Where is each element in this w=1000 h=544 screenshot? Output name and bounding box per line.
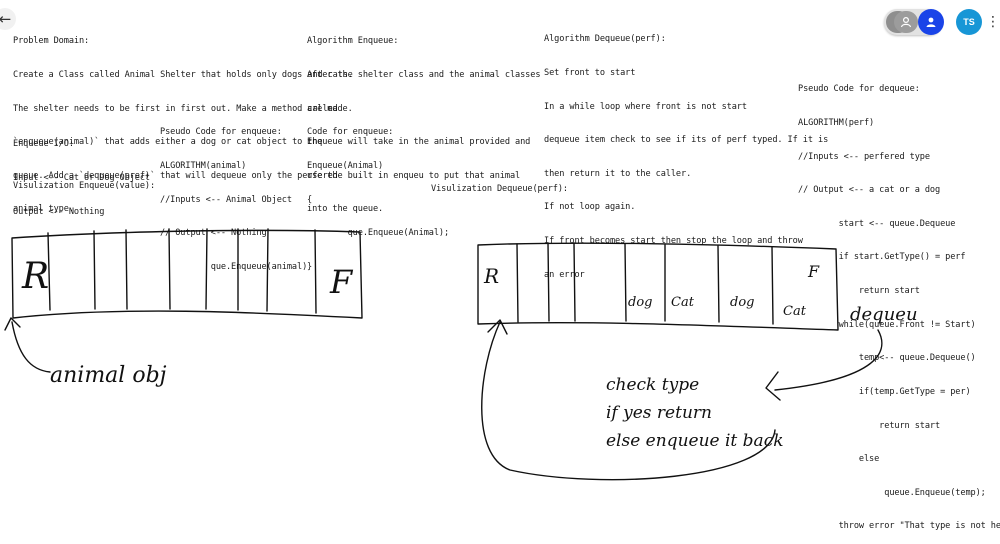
problem-line: Create a Class called Animal Shelter tha… [13,70,353,81]
alg-enqueue-line: After the shelter class and the animal c… [307,70,541,81]
enqueue-arrow [11,321,51,373]
enqueue-io-line: Input <-- Cat or Dog Object [13,173,150,184]
enqueue-cell-divider [266,228,269,312]
dequeue-note-line: if yes return [606,403,712,423]
pseudo-dequeue-line: else [798,454,880,465]
alg-dequeue-line: dequeue item check to see if its of perf… [544,135,829,146]
enqueue-io-block: Enqueue I/O: Input <-- Cat or Dog Object… [13,117,150,229]
dequeue-cell-divider [717,245,720,323]
alg-enqueue-line: are made. [307,103,353,114]
pseudo-dequeue-line: throw error "That type is not here" [798,521,1000,532]
requeue-loop-arrow-head [487,319,508,335]
pseudo-dequeue-line: // Output <-- a cat or a dog [798,185,941,196]
dequeue-note-line: else enqueue it back [606,431,784,451]
code-enqueue-line: { [307,194,313,205]
enqueue-front-label: F [329,263,354,301]
dequeue-queue-outline [477,242,839,331]
person-icon [894,11,918,33]
enqueue-cell-divider [93,230,96,310]
back-button[interactable]: ← [0,8,16,30]
dequeue-rear-label: R [483,264,499,288]
pseudo-enqueue-line: que.Enqueue(animal) [160,261,308,272]
person-icon-active[interactable] [918,9,944,35]
code-enqueue-line: Enqueue(Animal) [307,161,384,172]
enqueue-io-line: Enqueue I/O: [13,139,74,150]
toolbar: TS ⋮ [882,7,1000,37]
dequeue-arrow [774,329,883,391]
pseudo-dequeue-line: if(temp.GetType = per) [798,386,971,397]
requeue-loop-arrow [481,321,776,481]
more-icon[interactable]: ⋮ [986,14,1000,30]
dequeue-cell-divider [771,246,774,325]
dequeue-arrow-head [765,371,781,401]
alg-enqueue-line: Algorithm Enqueue: [307,36,399,47]
alg-dequeue-line: If front becomes start then stop the loo… [544,236,803,247]
alg-enqueue-line: Enqueue will take in the animal provided… [307,137,531,148]
problem-line: `enqueue(animal)` that adds either a dog… [13,137,323,148]
dequeue-cell-label: Cat [783,304,807,319]
enqueue-cell-divider [205,228,208,310]
code-enqueue-line: } [307,261,313,272]
enqueue-cell-divider [168,228,171,310]
alg-dequeue-line: then return it to the caller. [544,168,692,179]
enqueue-rear-label: R [21,256,49,297]
pseudo-enqueue-line: // Output <-- Nothing [160,228,267,239]
enqueue-arrow-head [4,317,21,331]
problem-domain-block: Problem Domain: Create a Class called An… [13,14,353,227]
dequeue-cell-label: dog [730,295,754,310]
pseudo-dequeue-line: start <-- queue.Dequeue [798,218,956,229]
enqueue-cell-divider [125,229,128,310]
alg-enqueue-line: use the built in enqueu to put that anim… [307,170,521,181]
dequeue-cell-label: dog [628,295,652,310]
pseudo-enqueue-block: Pseudo Code for enqueue: ALGORITHM(anima… [160,105,307,284]
enqueue-cell-divider [47,232,51,311]
pseudo-dequeue-line: return start [798,420,941,431]
code-enqueue-line: que.Enqueue(Animal); [307,228,450,239]
algorithm-enqueue-block: Algorithm Enqueue: After the shelter cla… [307,14,541,227]
pseudo-enqueue-line: //Inputs <-- Animal Object [160,194,292,205]
pseudo-enqueue-line: ALGORITHM(animal) [160,161,247,172]
view-toggle[interactable] [884,9,944,35]
problem-line: Problem Domain: [13,36,90,47]
arrow-left-icon: ← [0,10,12,28]
dequeue-note-line: check type [606,375,699,395]
dequeue-front-label: F [807,262,820,281]
dequeue-cell-divider [573,242,576,322]
pseudo-dequeue-line: //Inputs <-- perfered type [798,151,930,162]
dequeue-cell-divider [624,243,627,322]
pseudo-dequeue-line: Pseudo Code for dequeue: [798,84,920,95]
viz-dequeue-label: Visulization Dequeue(perf): [431,184,568,194]
avatar[interactable]: TS [956,9,982,35]
alg-dequeue-line: If not loop again. [544,202,636,213]
alg-dequeue-line: an error [544,269,585,280]
pseudo-dequeue-line: if start.GetType() = perf [798,252,966,263]
dequeue-cell-divider [547,242,550,322]
alg-dequeue-line: In a while loop where front is not start [544,101,747,112]
enqueue-queue-outline [11,229,363,319]
viz-enqueue-label: Visulization Enqueue(value): [13,181,156,191]
pseudo-dequeue-line: ALGORITHM(perf) [798,118,875,129]
enqueue-io-line: Output <-- Nothing [13,206,105,217]
enqueue-cell-divider [314,229,317,314]
problem-line: animal type. [13,204,74,215]
pseudo-dequeue-line: return start [798,286,920,297]
enqueue-note: animal obj [50,363,167,388]
dequeue-cell-label: Cat [671,295,695,310]
pseudo-enqueue-line: Pseudo Code for enqueue: [160,127,282,138]
alg-enqueue-line: into the queue. [307,204,384,215]
code-enqueue-line: Code for enqueue: [307,127,394,138]
dequeue-cell-divider [516,243,519,323]
pseudo-dequeue-line: queue.Enqueue(temp); [798,487,986,498]
algorithm-dequeue-block: Algorithm Dequeue(perf): Set front to st… [544,12,828,292]
dequeue-side-note: dequeu [850,304,918,325]
code-enqueue-block: Code for enqueue: Enqueue(Animal) { que.… [307,105,449,284]
alg-dequeue-line: Set front to start [544,68,636,79]
alg-dequeue-line: Algorithm Dequeue(perf): [544,34,666,45]
problem-line: queue. Add a `dequeue(pref)` that will d… [13,170,338,181]
problem-line: The shelter needs to be first in first o… [13,103,338,114]
whiteboard-drawing: R F animal obj R F dog Cat dog Cat deque… [4,228,918,481]
pseudo-dequeue-line: while(queue.Front != Start) [798,319,976,330]
